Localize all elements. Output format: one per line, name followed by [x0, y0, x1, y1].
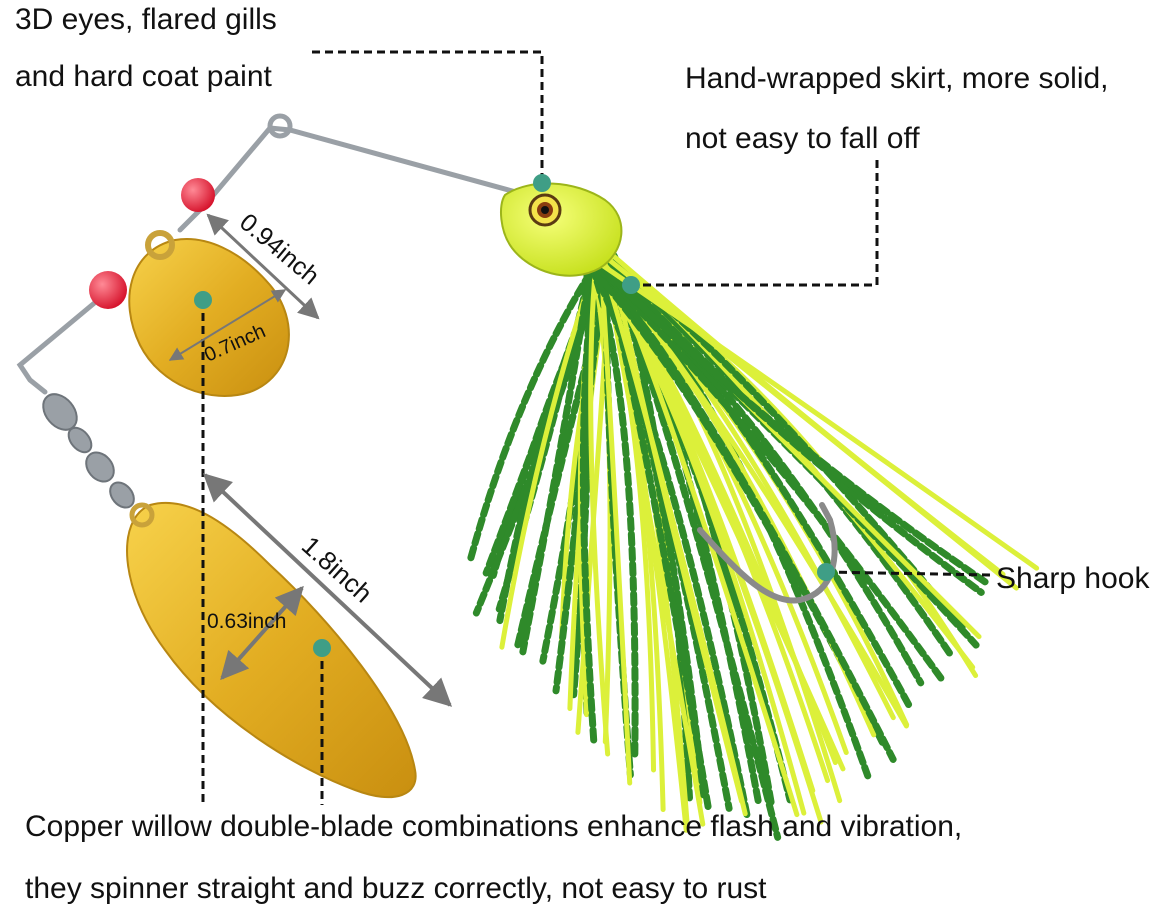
wire-arm	[16, 113, 548, 395]
skirt-callout-line1: Hand-wrapped skirt, more solid,	[685, 62, 1109, 95]
skirt-strand	[584, 254, 751, 822]
skirt-strand	[466, 256, 602, 566]
swivel	[42, 393, 135, 509]
skirt-strand	[592, 257, 1040, 571]
small-willow-blade	[128, 238, 290, 397]
large-blade-width-label: 0.63inch	[207, 610, 286, 633]
silicone-skirt	[466, 246, 1040, 841]
hook-callout-dot	[817, 563, 835, 581]
skirt-callout-line2: not easy to fall off	[685, 122, 920, 155]
skirt-strand	[581, 246, 990, 587]
eyes-callout-line1: 3D eyes, flared gills	[15, 3, 277, 36]
red-bead-upper	[181, 178, 215, 212]
skirt-strand	[588, 247, 611, 757]
eyes-callout-dot	[533, 174, 551, 192]
eyes-callout-line2: and hard coat paint	[15, 60, 272, 93]
hook-callout: Sharp hook	[996, 562, 1150, 595]
skirt-strand	[597, 252, 748, 817]
callout-leaders	[201, 50, 991, 805]
blade-clevis	[145, 230, 175, 260]
large-blade-clevis	[129, 502, 155, 528]
skirt-strand	[598, 265, 633, 786]
large-willow-blade	[126, 501, 417, 799]
skirt-callout-dot	[622, 276, 640, 294]
blades-callout-line1: Copper willow double-blade combinations …	[25, 810, 963, 843]
jig-head	[499, 182, 623, 277]
skirt-strand	[583, 254, 946, 683]
hook	[697, 502, 838, 604]
dimension-arrows	[168, 213, 453, 707]
red-bead-lower	[89, 271, 127, 309]
small-blade-callout-dot	[194, 291, 212, 309]
large-blade-callout-dot	[313, 639, 331, 657]
blades-callout-line2: they spinner straight and buzz correctly…	[25, 872, 767, 905]
skirt-strand	[610, 253, 1006, 577]
